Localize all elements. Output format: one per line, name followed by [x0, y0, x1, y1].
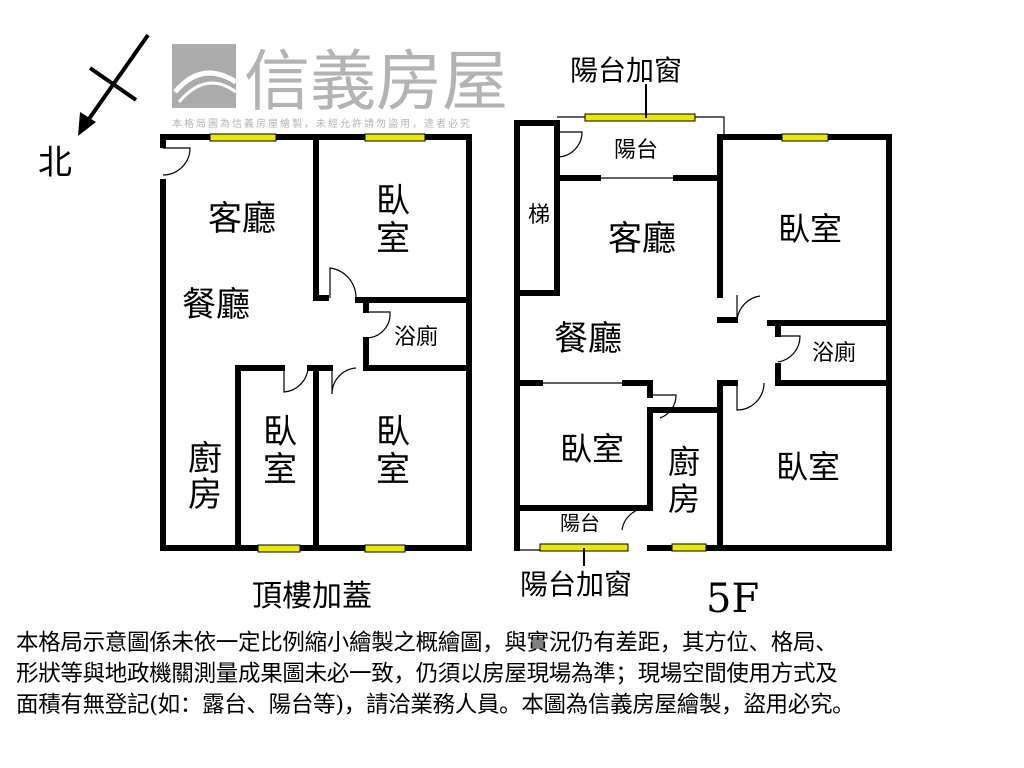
left-plan-caption: 頂樓加蓋: [252, 579, 372, 614]
label-bottom-balcony-window: 陽台加窗: [520, 568, 632, 601]
window: [584, 113, 696, 122]
watermark-notice: 本格局圖為信義房屋繪製，未經允許請勿盜用，違者必究: [172, 117, 472, 130]
room-living-left: 客廳: [208, 199, 276, 239]
label-top-balcony-window: 陽台加窗: [570, 54, 682, 87]
room-living-right: 客廳: [608, 219, 676, 259]
right-plan-caption: 5F: [706, 576, 759, 622]
room-bedroom-mid-2: 室: [263, 450, 297, 490]
north-arrow-icon: [78, 33, 150, 136]
window: [209, 133, 277, 142]
room-dining-right: 餐廳: [554, 319, 622, 359]
disclaimer-line: 形狀等與地政機關測量成果圖未必一致，仍須以房屋現場為準；現場空間使用方式及: [16, 661, 838, 687]
room-bedroom-right-2: 室: [376, 450, 410, 490]
watermark: 信義房屋 本格局圖為信義房屋繪製，未經允許請勿盜用，違者必究: [172, 43, 508, 130]
room-balcony-bottom: 陽台: [560, 511, 600, 535]
disclaimer: 本格局示意圖係未依一定比例縮小繪製之概繪圖，與實況仍有差距，其方位、格局、 形狀…: [16, 628, 1016, 721]
room-bedroom-top-right: 臥室: [778, 210, 842, 248]
room-dining-left: 餐廳: [182, 285, 250, 325]
room-bedroom-bottom-left: 臥室: [560, 430, 624, 468]
room-balcony-top: 陽台: [614, 138, 658, 163]
watermark-brand: 信義房屋: [244, 43, 508, 120]
window: [671, 543, 707, 552]
room-stairs: 梯: [528, 203, 550, 228]
room-kitchen-right-2: 房: [668, 480, 700, 518]
room-bedroom-mid-1: 臥: [263, 412, 297, 452]
window: [364, 544, 406, 553]
room-bedroom-top-1: 臥: [376, 181, 410, 221]
window: [257, 544, 301, 553]
room-kitchen-left-2: 房: [188, 475, 222, 515]
window: [364, 133, 426, 142]
room-bedroom-top-2: 室: [376, 219, 410, 259]
window: [781, 133, 829, 142]
room-kitchen-right-1: 廚: [668, 443, 700, 481]
room-bedroom-bottom-right: 臥室: [776, 448, 840, 486]
disclaimer-line: 面積有無登記(如：露台、陽台等)，請洽業務人員。本圖為信義房屋繪製，盜用必究。: [16, 692, 855, 718]
left-plan-doors: [162, 147, 391, 395]
disclaimer-line: 本格局示意圖係未依一定比例縮小繪製之概繪圖，與實況仍有差距，其方位、格局、: [16, 630, 838, 656]
room-bath-right: 浴廁: [812, 341, 856, 366]
room-bedroom-right-1: 臥: [376, 412, 410, 452]
left-plan-windows: [209, 133, 426, 553]
room-bath-left: 浴廁: [394, 325, 438, 350]
room-kitchen-left-1: 廚: [188, 439, 222, 479]
north-label: 北: [38, 143, 72, 183]
